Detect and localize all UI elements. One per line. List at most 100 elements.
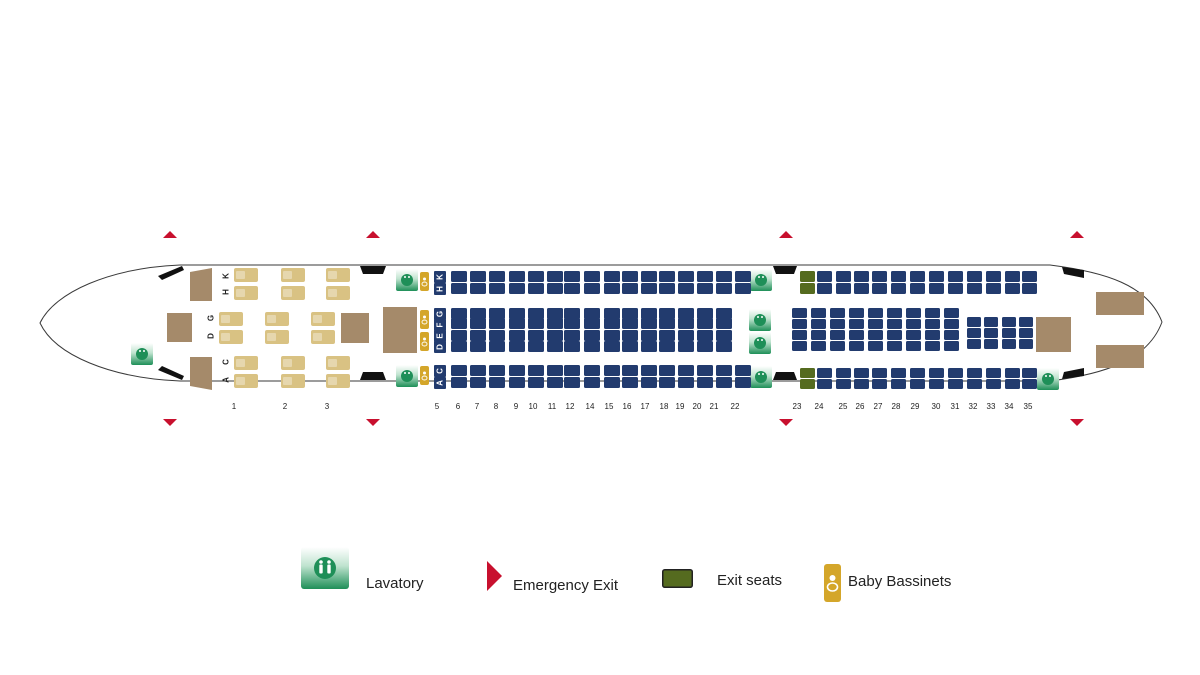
row-number: 32 <box>969 402 978 411</box>
economy-seat <box>944 330 959 340</box>
business-seat <box>234 356 258 370</box>
door <box>773 266 797 274</box>
door <box>360 266 386 274</box>
economy-seat <box>906 330 921 340</box>
business-seat <box>234 286 258 300</box>
economy-seat <box>489 341 505 352</box>
seat-cushion <box>265 312 289 326</box>
row-number: 8 <box>494 402 499 411</box>
economy-seat <box>678 283 694 294</box>
column-letter: D <box>436 344 445 350</box>
economy-seat <box>641 283 657 294</box>
row-number: 20 <box>693 402 702 411</box>
economy-seat <box>528 271 544 282</box>
economy-seat <box>891 283 906 294</box>
economy-seat <box>547 377 563 388</box>
economy-seat <box>849 341 864 351</box>
business-seat <box>326 286 350 300</box>
economy-seat <box>1019 317 1033 327</box>
economy-seat <box>868 319 883 329</box>
economy-seat <box>604 271 620 282</box>
exit-seat <box>800 271 815 282</box>
seat-cushion <box>234 268 258 282</box>
legend-lavatory-label: Lavatory <box>366 575 424 592</box>
column-letter: K <box>436 274 445 280</box>
economy-seat <box>854 271 869 282</box>
economy-seat <box>509 318 525 329</box>
economy-seat <box>910 283 925 294</box>
economy-seat <box>984 328 998 338</box>
row-number: 24 <box>815 402 824 411</box>
economy-seat <box>604 318 620 329</box>
row-number: 21 <box>710 402 719 411</box>
economy-seat <box>547 308 563 319</box>
economy-seat <box>854 368 869 378</box>
business-seat <box>234 374 258 388</box>
lavatory-icon <box>750 269 772 291</box>
economy-seat <box>868 330 883 340</box>
economy-seat <box>659 377 675 388</box>
economy-seat <box>622 341 638 352</box>
seat-highlight <box>221 315 230 323</box>
economy-seat <box>622 377 638 388</box>
seat-cushion <box>234 356 258 370</box>
economy-seat <box>1019 328 1033 338</box>
emergency-exit-marker <box>1070 231 1084 238</box>
person <box>1049 375 1051 377</box>
economy-seat <box>678 377 694 388</box>
economy-seat <box>849 308 864 318</box>
economy-seat <box>906 341 921 351</box>
economy-seat <box>849 330 864 340</box>
economy-seat <box>1005 379 1020 389</box>
economy-seat <box>948 368 963 378</box>
economy-seat <box>792 319 807 329</box>
row-number: 2 <box>283 402 288 411</box>
economy-seat <box>967 339 981 349</box>
door <box>773 372 797 380</box>
economy-seat <box>854 379 869 389</box>
business-seat <box>281 286 305 300</box>
economy-seat <box>925 319 940 329</box>
economy-seat <box>528 308 544 319</box>
column-letter-bg <box>434 319 446 331</box>
seat-highlight <box>267 333 276 341</box>
economy-seat <box>906 308 921 318</box>
economy-seat <box>564 377 580 388</box>
baby-body <box>421 281 428 287</box>
economy-seat <box>622 308 638 319</box>
column-letter-bg <box>434 283 446 295</box>
economy-seat <box>584 271 600 282</box>
economy-seat <box>811 319 826 329</box>
economy-seat <box>1005 283 1020 294</box>
economy-seat <box>470 308 486 319</box>
seat-highlight <box>328 359 337 367</box>
triangle-arrow-icon <box>487 561 502 591</box>
lavatory-icon <box>396 269 418 291</box>
economy-seat <box>547 365 563 376</box>
row-number: 14 <box>586 402 595 411</box>
exit-seat <box>800 368 815 378</box>
column-letter-bg <box>434 341 446 353</box>
economy-seat <box>1005 271 1020 282</box>
emergency-exit-marker <box>1070 419 1084 426</box>
economy-seat <box>470 283 486 294</box>
economy-seat <box>489 308 505 319</box>
row-number: 16 <box>623 402 632 411</box>
economy-seat <box>697 283 713 294</box>
economy-seat <box>678 318 694 329</box>
seat-highlight <box>328 271 337 279</box>
column-letter: A <box>222 377 231 383</box>
economy-seat <box>986 283 1001 294</box>
row-number: 7 <box>475 402 480 411</box>
exit-seat <box>800 283 815 294</box>
bassinet-bg <box>420 366 429 385</box>
column-letter: C <box>436 368 445 374</box>
economy-seat <box>716 271 732 282</box>
row-number: 10 <box>529 402 538 411</box>
business-seat <box>326 356 350 370</box>
economy-seat <box>584 308 600 319</box>
seat-cushion <box>326 374 350 388</box>
economy-seat <box>836 283 851 294</box>
